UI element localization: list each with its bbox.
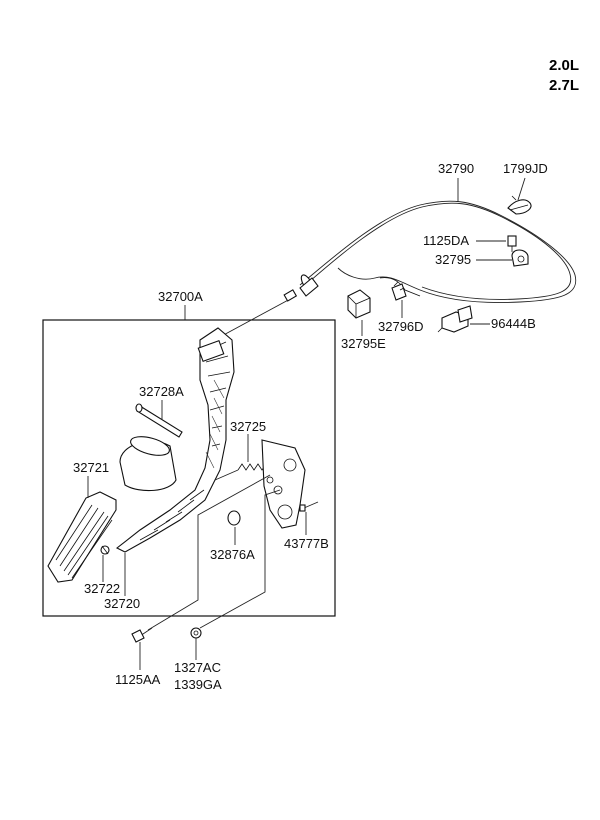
label-32790: 32790 (438, 161, 474, 176)
label-1327AC: 1327AC (174, 660, 221, 675)
label-32876A: 32876A (210, 547, 255, 562)
label-1125AA: 1125AA (115, 672, 161, 687)
cap-32876A (227, 510, 241, 526)
engine-label-1: 2.0L (549, 57, 579, 74)
grommet-32795E (347, 289, 371, 319)
label-32795: 32795 (435, 252, 471, 267)
bracket-32795 (511, 249, 529, 267)
label-32721: 32721 (73, 460, 109, 475)
bolt-1125AA (131, 627, 153, 643)
label-32796D: 32796D (378, 319, 424, 334)
label-1339GA: 1339GA (174, 677, 222, 692)
accelerator-cable (217, 200, 577, 339)
clip-32722 (100, 545, 110, 555)
label-32728A: 32728A (139, 384, 184, 399)
pin-32728A (135, 403, 183, 438)
label-32720: 32720 (104, 596, 140, 611)
pedal-pad-32721 (47, 491, 117, 583)
label-32722: 32722 (84, 581, 120, 596)
label-1799JD: 1799JD (503, 161, 548, 176)
screw-43777B (299, 501, 319, 512)
pedal-arm (115, 327, 235, 553)
label-32700A: 32700A (158, 289, 203, 304)
clamp-96444B (437, 305, 473, 333)
label-32795E: 32795E (341, 336, 386, 351)
leader-lines (87, 177, 526, 670)
label-32725: 32725 (230, 419, 266, 434)
clip-1799JD (507, 195, 532, 215)
nut-1327AC (190, 627, 202, 639)
clip-32796D (391, 281, 407, 301)
pedal-bracket (261, 439, 306, 529)
assembly-frame (42, 319, 336, 617)
engine-label-2: 2.7L (549, 77, 579, 94)
bolt-1125DA (507, 235, 517, 252)
label-96444B: 96444B (491, 316, 536, 331)
label-1125DA: 1125DA (423, 233, 469, 248)
pedal-stopper (119, 436, 177, 492)
spring-32725 (214, 463, 271, 481)
label-43777B: 43777B (284, 536, 329, 551)
